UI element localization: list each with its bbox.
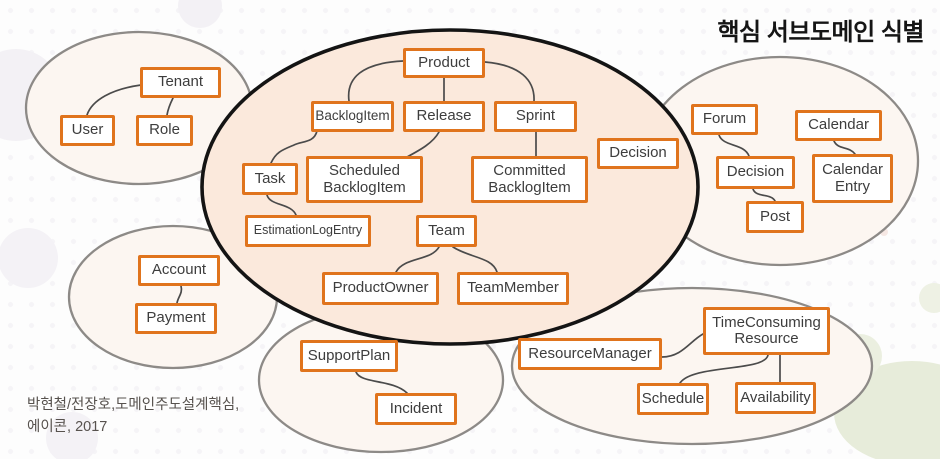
connector-team-teammember (452, 246, 498, 273)
connector-timeconsumingresource-schedule (679, 354, 769, 384)
node-team: Team (416, 215, 477, 247)
node-user: User (60, 115, 115, 146)
node-incident: Incident (375, 393, 457, 425)
connector-task-estimationlogentry (266, 194, 297, 216)
citation-line-2: 에이콘, 2017 (27, 419, 108, 436)
node-schedule: Schedule (637, 383, 709, 415)
node-role: Role (136, 115, 193, 146)
slide-title: 핵심 서브도메인 식별 (717, 19, 924, 46)
node-team-member: TeamMember (457, 272, 569, 305)
node-backlog-item: BacklogItem (311, 101, 394, 132)
connector-supportplan-incident (355, 371, 408, 394)
connector-forum-decision (718, 134, 750, 157)
node-forum: Forum (691, 104, 758, 135)
node-release: Release (403, 101, 485, 132)
node-product: Product (403, 48, 485, 78)
node-availability: Availability (735, 382, 816, 414)
connector-calendar-calendarentry (833, 140, 856, 155)
node-sprint: Sprint (494, 101, 577, 132)
connector-product-sprint (484, 61, 535, 102)
connector-resourcemanager-timeconsumingresource (661, 333, 704, 358)
node-scheduled-backlog-item: Scheduled BacklogItem (306, 156, 423, 203)
node-calendar: Calendar (795, 110, 882, 141)
connector-team-productowner (395, 246, 440, 273)
connector-tenant-user (86, 84, 142, 116)
node-committed-backlog-item: Committed BacklogItem (471, 156, 588, 203)
node-task: Task (242, 163, 298, 195)
node-payment: Payment (135, 303, 217, 334)
node-estimation-log-entry: EstimationLogEntry (245, 215, 371, 247)
node-post: Post (746, 201, 804, 233)
node-account: Account (138, 255, 220, 286)
watermark-green-blob (919, 283, 940, 313)
node-resource-manager: ResourceManager (518, 338, 662, 370)
connector-tenant-role (166, 97, 174, 116)
citation: 박현철/전장호,도메인주도설계핵심, 에이콘, 2017 (27, 394, 239, 439)
node-calendar-entry: Calendar Entry (812, 154, 893, 203)
node-decision-collab: Decision (716, 156, 795, 189)
node-time-consuming-resource: TimeConsuming Resource (703, 307, 830, 355)
watermark-circle (46, 412, 98, 459)
node-support-plan: SupportPlan (300, 340, 398, 372)
watermark-circle (178, 0, 222, 28)
node-product-owner: ProductOwner (322, 272, 439, 305)
node-tenant: Tenant (140, 67, 221, 98)
connector-release-scheduledbacklogitem (406, 131, 440, 158)
connector-account-payment (176, 285, 183, 304)
connector-decision-post (752, 188, 776, 202)
connector-backlogitem-task (270, 130, 318, 164)
citation-line-1: 박현철/전장호,도메인주도설계핵심, (27, 397, 240, 413)
connector-product-backlogitem (347, 60, 404, 102)
watermark-circle (0, 228, 58, 288)
node-decision-core: Decision (597, 138, 679, 169)
